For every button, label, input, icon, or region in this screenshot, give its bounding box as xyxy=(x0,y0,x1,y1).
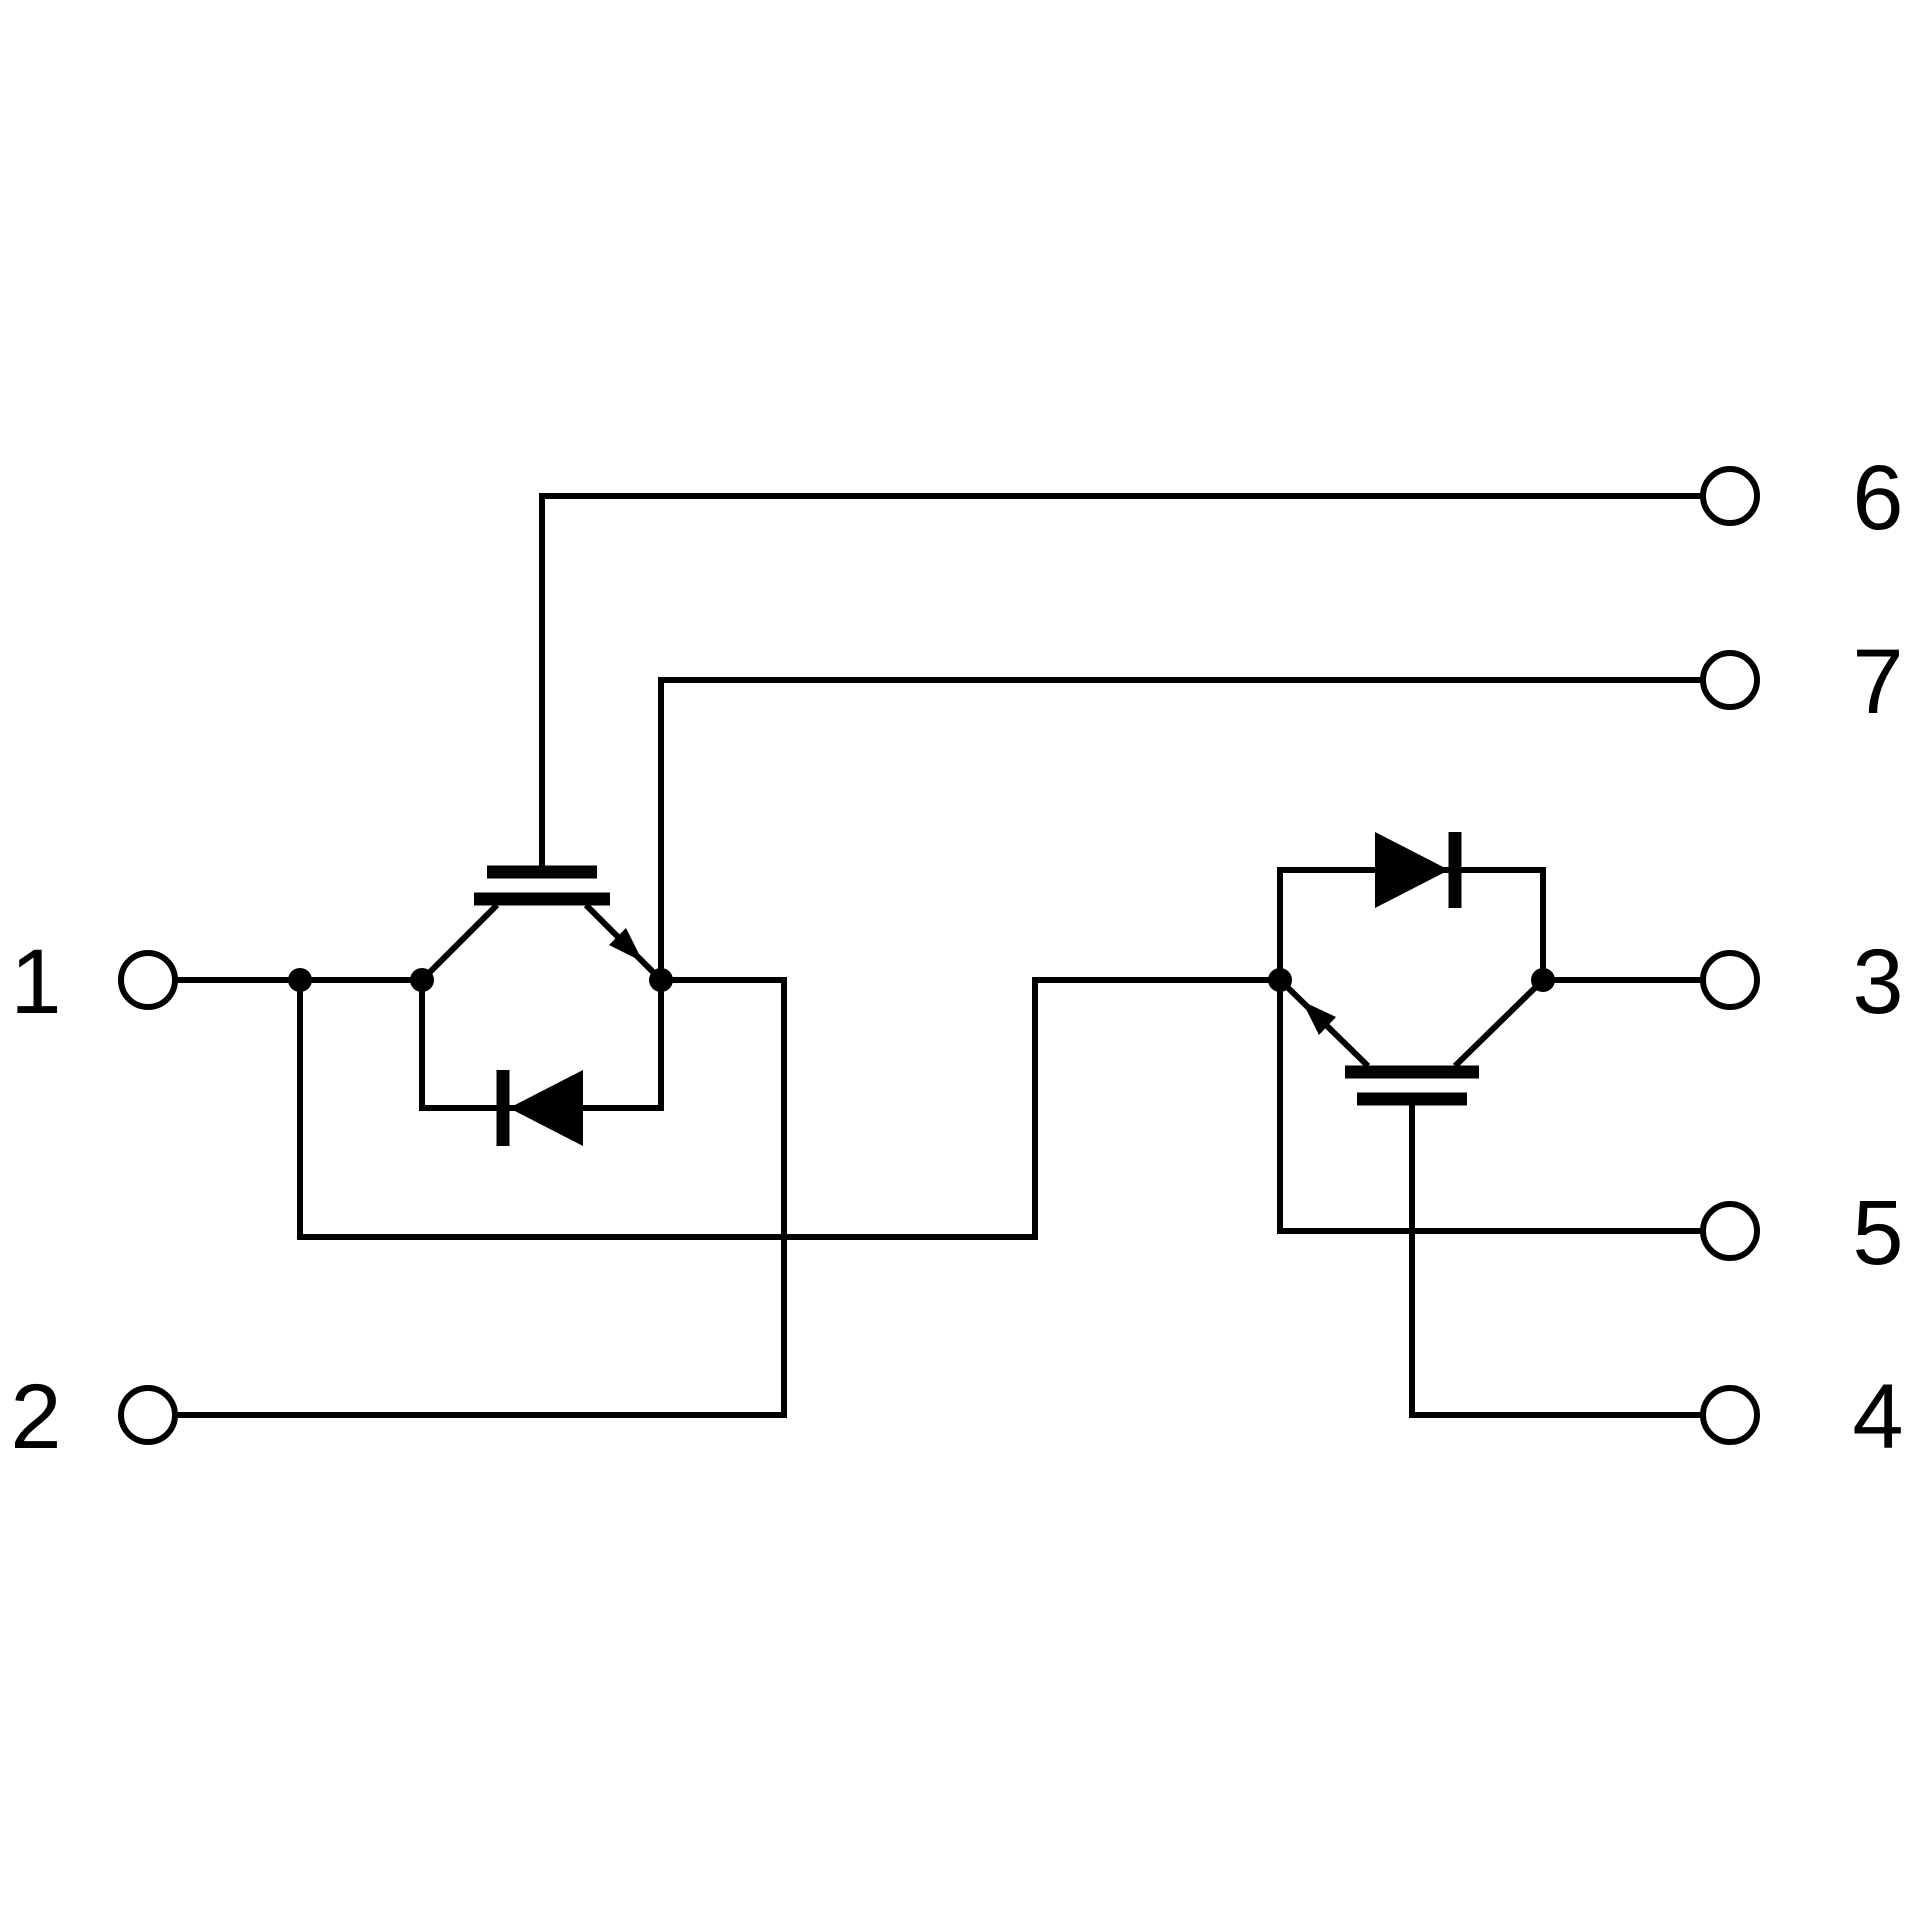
igbt-right-collector-lead xyxy=(1452,977,1546,1069)
junction-dot-left-collector xyxy=(410,968,434,992)
igbt-left-collector-lead xyxy=(419,902,500,983)
diode-right xyxy=(1277,832,1546,980)
junction-dot-left-emitter xyxy=(649,968,673,992)
terminal-3-pad xyxy=(1700,950,1760,1010)
diode-right-triangle-icon xyxy=(1375,832,1449,908)
terminal-5-pad xyxy=(1700,1201,1760,1261)
igbt-right xyxy=(1277,977,1546,1106)
igbt-left-emitter-arrow-icon xyxy=(609,928,643,962)
terminal-4-label: 4 xyxy=(1852,1366,1903,1468)
wire-terminal4-gate xyxy=(1409,1099,1703,1418)
wire-ac-link xyxy=(297,977,1280,1240)
igbt-left xyxy=(419,865,664,983)
wire-terminal6-gate xyxy=(539,493,1703,872)
terminal-3-label: 3 xyxy=(1852,931,1903,1033)
terminal-6-label: 6 xyxy=(1852,447,1903,549)
terminal-2-pad xyxy=(118,1385,178,1445)
terminal-labels: 1 2 6 7 3 5 4 xyxy=(10,447,1903,1468)
junction-dot-right-collector xyxy=(1531,968,1555,992)
diode-left xyxy=(419,980,664,1146)
terminal-5-label: 5 xyxy=(1852,1182,1903,1284)
terminal-2-label: 2 xyxy=(10,1366,61,1468)
wires xyxy=(175,493,1703,1418)
terminal-1-label: 1 xyxy=(10,931,61,1033)
junction-dot-right-emitter xyxy=(1268,968,1292,992)
wire-terminal7-aux-emitter xyxy=(658,677,1703,980)
junction-dots xyxy=(288,968,1555,992)
terminal-7-label: 7 xyxy=(1852,631,1903,733)
diode-left-loop xyxy=(419,980,664,1111)
terminal-6-pad xyxy=(1700,466,1760,526)
wire-terminal5-aux-emitter xyxy=(1277,980,1703,1234)
wire-emitter-terminal2 xyxy=(175,977,787,1418)
terminal-pads xyxy=(118,466,1760,1445)
terminal-7-pad xyxy=(1700,650,1760,710)
igbt-right-emitter-arrow-icon xyxy=(1302,1001,1336,1035)
terminal-4-pad xyxy=(1700,1385,1760,1445)
diode-left-triangle-icon xyxy=(509,1070,583,1146)
junction-dot-ac-tap xyxy=(288,968,312,992)
terminal-1-pad xyxy=(118,950,178,1010)
